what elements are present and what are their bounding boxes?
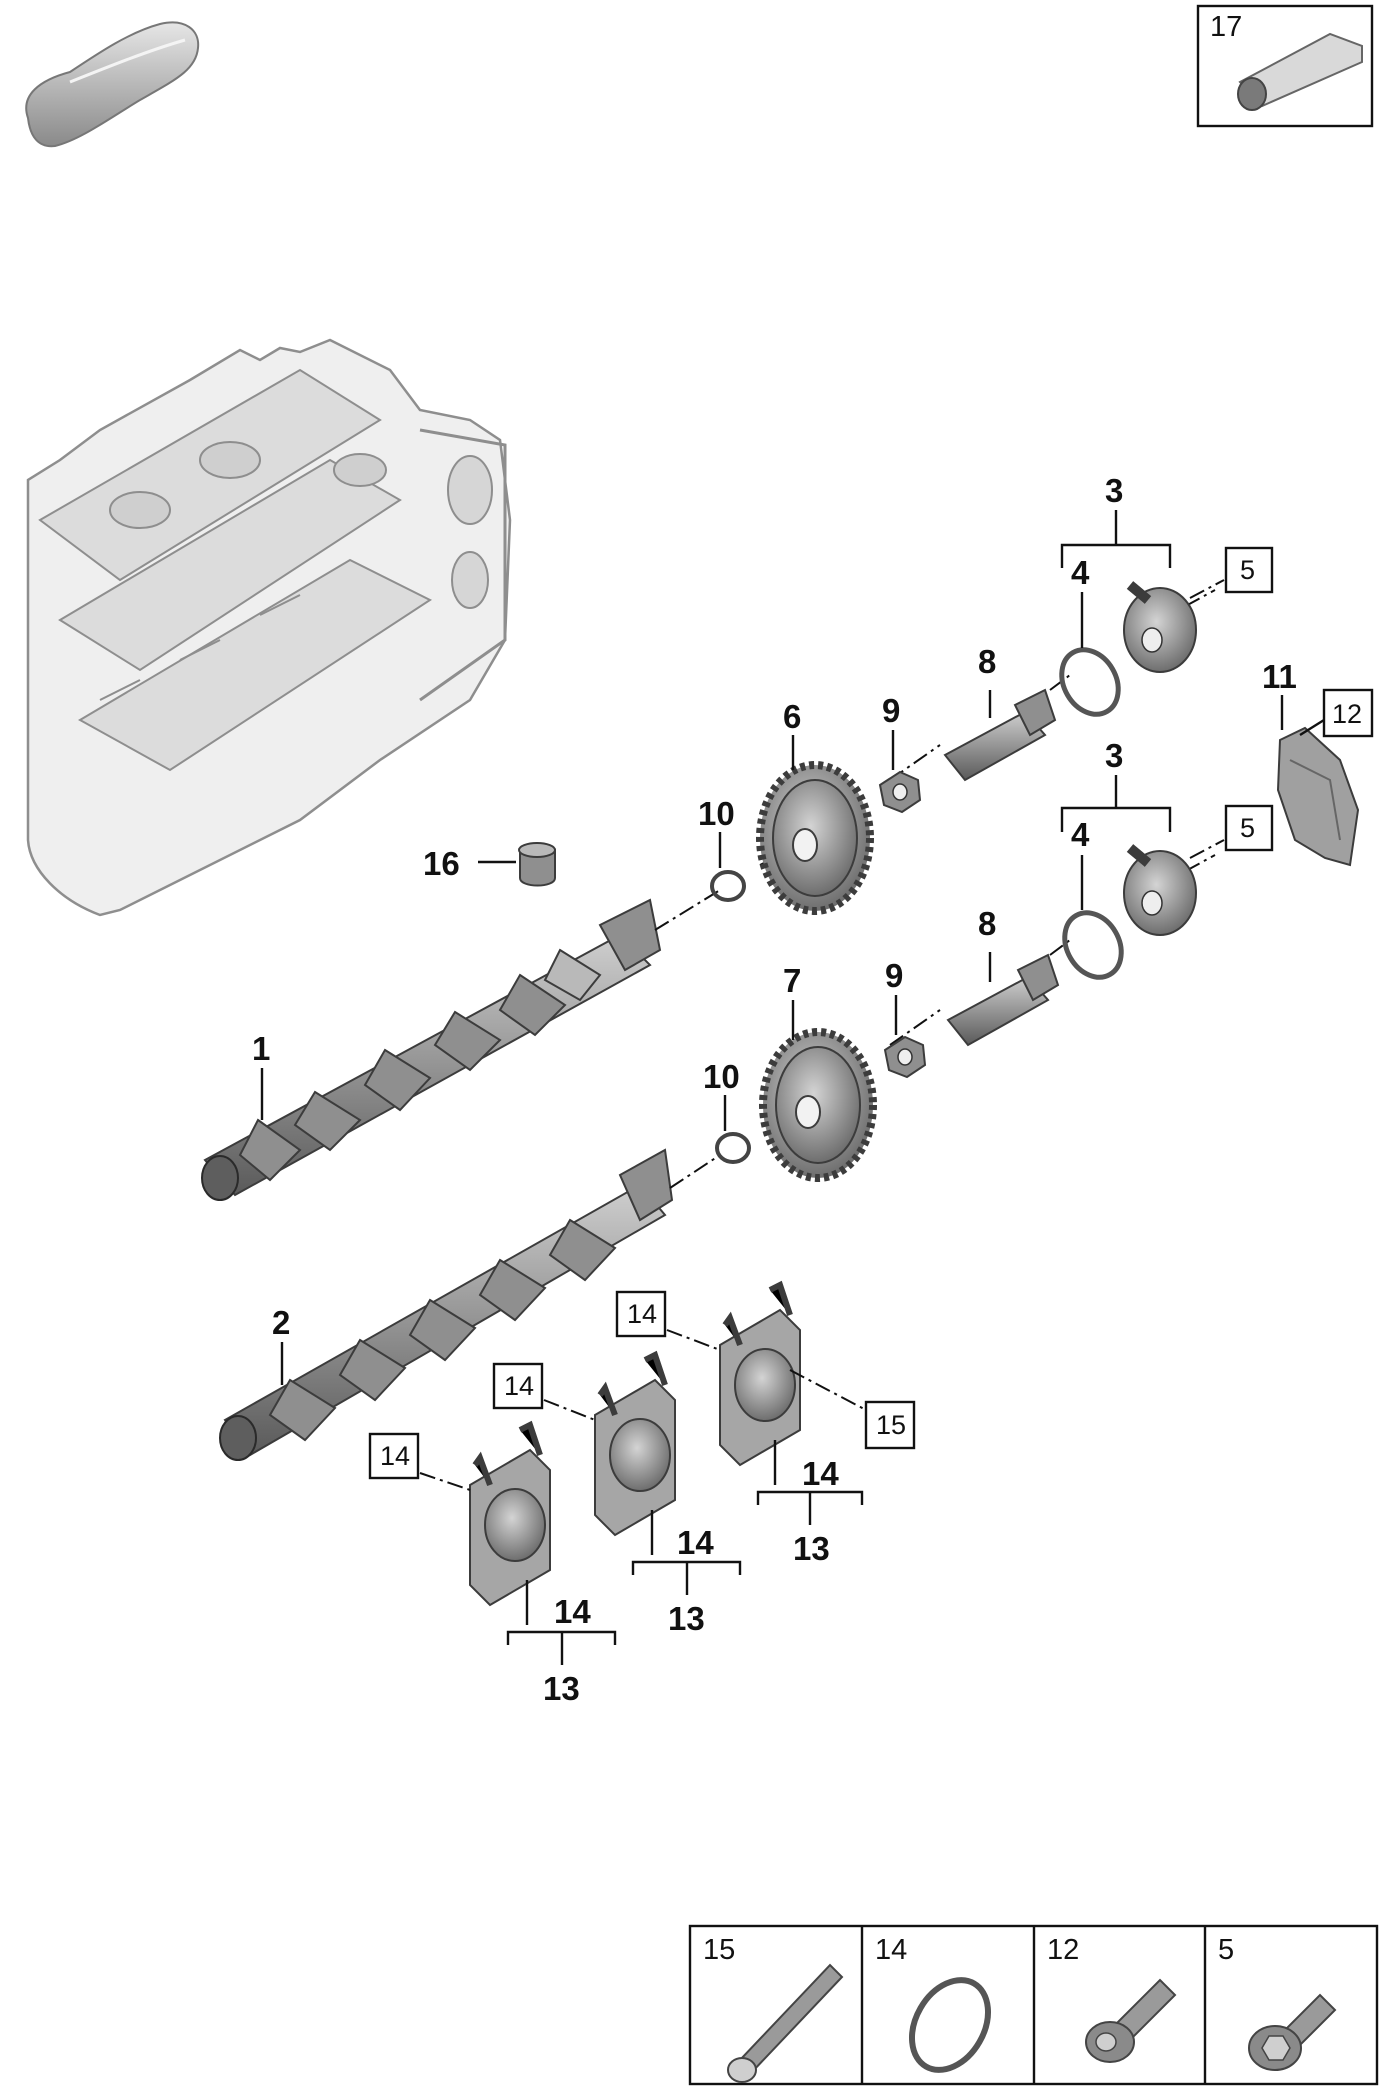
callout-10-upper: 10: [698, 795, 735, 832]
part-1-camshaft: [201, 898, 662, 1201]
callout-13-group-1: 13: [543, 1670, 580, 1707]
callout-3-upper: 3: [1105, 472, 1123, 509]
callout-7: 7: [783, 962, 801, 999]
callout-9-upper: 9: [882, 692, 900, 729]
bracket-13-group-1: [506, 1580, 617, 1665]
callout-1: 1: [252, 1030, 270, 1067]
parts-table: 15 14 12 5: [688, 1924, 1379, 2086]
callout-2: 2: [272, 1304, 290, 1341]
leader-14-boxed-2: [543, 1399, 596, 1421]
callout-3-lower: 3: [1105, 737, 1123, 774]
parts-table-cell-5: 5: [1218, 1934, 1337, 2071]
callout-8-upper: 8: [978, 643, 996, 680]
sealant-tube-icon: [1237, 32, 1363, 111]
parts-table-cell-12: 12: [1047, 1934, 1177, 2063]
callout-12: 12: [1332, 699, 1362, 729]
part-8-control-valve-upper: [943, 688, 1057, 782]
part-6-sprocket: [756, 761, 874, 915]
item-17-box: 17: [1196, 4, 1374, 128]
callout-13-group-2: 13: [668, 1600, 705, 1637]
long-bolt-icon: [727, 1963, 844, 2083]
callout-15-box: [864, 1400, 916, 1450]
part-13-bearing-bridge-3: [719, 1280, 801, 1467]
callout-4-lower: 4: [1071, 816, 1090, 853]
parts-table-label-5: 5: [1218, 1934, 1234, 1966]
parts-table-label-12: 12: [1047, 1934, 1079, 1966]
callout-5-upper-box: [1224, 546, 1274, 594]
part-8-control-valve-lower: [946, 953, 1060, 1047]
callout-14-boxed-3: 14: [627, 1299, 657, 1329]
part-3-actuator-lower: [1123, 844, 1197, 936]
callout-13-group-3: 13: [793, 1530, 830, 1567]
parts-table-label-15: 15: [703, 1934, 735, 1966]
leader-15: [789, 1369, 867, 1411]
callout-9-lower: 9: [885, 957, 903, 994]
parts-table-cell-14: 14: [875, 1934, 991, 2073]
callout-5-lower-box: [1224, 804, 1274, 852]
callout-8-lower: 8: [978, 905, 996, 942]
part-7-sprocket: [759, 1028, 877, 1182]
part-10-ring-upper: [710, 870, 746, 902]
part-16-bushing: [518, 842, 556, 887]
parts-table-label-14: 14: [875, 1934, 907, 1966]
callout-6: 6: [783, 698, 801, 735]
part-2-camshaft: [219, 1148, 674, 1461]
leader-14-boxed-3: [666, 1329, 721, 1351]
callout-15: 15: [876, 1410, 906, 1440]
leader-12: [1299, 718, 1325, 737]
part-13-bearing-bridge-2: [594, 1350, 676, 1537]
leader-5-upper: [1189, 579, 1225, 599]
callout-10-lower: 10: [703, 1058, 740, 1095]
callout-14-group-1: 14: [554, 1593, 591, 1630]
bracket-13-group-2: [631, 1510, 742, 1595]
cylinder-head-image: [26, 338, 512, 917]
flange-bolt-icon: [1085, 1978, 1177, 2063]
part-9-nut-upper: [878, 770, 922, 814]
callout-4-upper: 4: [1071, 554, 1090, 591]
seal-ring-icon: [909, 1977, 991, 2073]
parts-table-cell-15: 15: [703, 1934, 844, 2083]
part-13-bearing-bridge-1: [469, 1420, 551, 1607]
part-9-nut-lower: [883, 1035, 927, 1079]
callout-14-boxed-2: 14: [504, 1371, 534, 1401]
callout-14-group-2: 14: [677, 1524, 714, 1561]
callout-11: 11: [1262, 658, 1297, 695]
callout-14-box-2: [492, 1362, 544, 1410]
leader-5-lower: [1189, 839, 1225, 859]
leader-14-boxed-1: [419, 1472, 471, 1491]
callout-12-box: [1322, 688, 1374, 738]
callout-14-box-1: [368, 1432, 420, 1480]
callout-14-box-3: [615, 1290, 667, 1338]
part-4-seal-lower: [1062, 910, 1124, 980]
callout-14-group-3: 14: [802, 1455, 839, 1492]
lower-axis-line: [669, 854, 1216, 1189]
part-11-cover: [1276, 726, 1360, 867]
part-3-actuator-upper: [1123, 581, 1197, 673]
part-4-seal-upper: [1059, 647, 1121, 717]
callout-5-lower: 5: [1240, 813, 1255, 843]
hex-flange-bolt-icon: [1248, 1993, 1337, 2071]
item-17-label: 17: [1210, 11, 1242, 43]
callout-5-upper: 5: [1240, 555, 1255, 585]
callout-14-boxed-1: 14: [380, 1441, 410, 1471]
part-10-ring-lower: [715, 1132, 751, 1164]
callout-16: 16: [423, 845, 460, 882]
bracket-13-group-3: [756, 1440, 864, 1525]
vehicle-silhouette-icon: [25, 21, 200, 148]
